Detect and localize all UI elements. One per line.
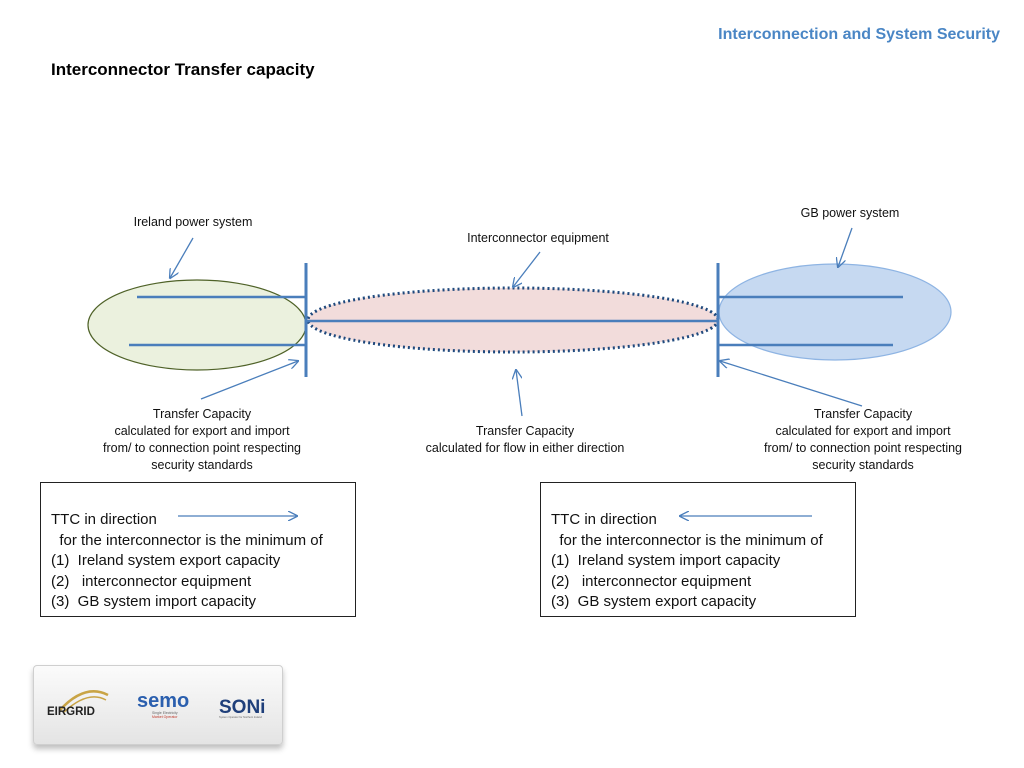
- eirgrid-logo: EIRGRID: [47, 690, 109, 718]
- section-title: Interconnection and System Security: [718, 26, 1000, 43]
- ttc-box-ireland-to-gb: TTC in direction for the interconnector …: [40, 482, 356, 617]
- interconnector-equipment-label: Interconnector equipment: [467, 231, 609, 245]
- semo-sub-2: Market Operator: [152, 715, 178, 719]
- ttc-box-2-line-3: (2) interconnector equipment: [551, 572, 752, 590]
- right-tc-pointer-arrow: [720, 361, 863, 407]
- right-tc-line-1: Transfer Capacity: [813, 407, 913, 421]
- ireland-pointer-arrow: [170, 237, 194, 278]
- ttc-box-2-line-2: (1) Ireland system import capacity: [551, 552, 781, 569]
- ttc-box-1-line-4: (3) GB system import capacity: [51, 593, 257, 610]
- left-tc-pointer-arrow: [200, 361, 298, 400]
- left-tc-line-2: calculated for export and import: [114, 424, 290, 438]
- left-transfer-capacity-label: Transfer Capacity calculated for export …: [62, 406, 342, 474]
- center-tc-pointer-arrow: [516, 370, 523, 417]
- gb-power-system-label: GB power system: [800, 206, 900, 220]
- right-tc-line-3: from/ to connection point respecting: [763, 441, 963, 455]
- eirgrid-text: EIRGRID: [47, 706, 95, 718]
- ttc-box-2-line-1: for the interconnector is the minimum of: [551, 531, 823, 549]
- soni-text: SONi: [219, 697, 265, 718]
- center-transfer-capacity-label: Transfer Capacity calculated for flow in…: [395, 423, 655, 457]
- ttc-box-2-lead: TTC in direction: [551, 511, 657, 528]
- left-tc-line-1: Transfer Capacity: [152, 407, 252, 421]
- soni-sub: System Operator for Northern Ireland: [219, 715, 262, 719]
- eirgrid-swoosh: [59, 690, 109, 711]
- right-tc-line-4: security standards: [812, 458, 914, 472]
- ttc-box-gb-to-ireland: TTC in direction for the interconnector …: [540, 482, 856, 617]
- ttc-box-1-line-3: (2) interconnector equipment: [51, 572, 252, 590]
- ttc-box-2-line-4: (3) GB system export capacity: [551, 593, 757, 610]
- center-tc-line-1: Transfer Capacity: [475, 424, 575, 438]
- left-tc-line-3: from/ to connection point respecting: [102, 441, 302, 455]
- center-tc-line-2: calculated for flow in either direction: [425, 441, 625, 455]
- ireland-power-system-ellipse: [87, 279, 307, 371]
- ttc-box-1-line-1: for the interconnector is the minimum of: [51, 531, 323, 549]
- soni-logo: SONi System Operator for Northern Irelan…: [219, 697, 265, 719]
- logo-panel: [33, 665, 283, 745]
- right-transfer-capacity-label: Transfer Capacity calculated for export …: [723, 406, 1003, 474]
- semo-logo: semo Single Electricity Market Operator: [137, 690, 189, 719]
- left-tc-line-4: security standards: [151, 458, 253, 472]
- right-tc-line-2: calculated for export and import: [775, 424, 951, 438]
- page-title: Interconnector Transfer capacity: [51, 60, 315, 79]
- ttc-box-1-line-2: (1) Ireland system export capacity: [51, 552, 281, 569]
- equipment-pointer-arrow: [513, 251, 541, 287]
- semo-text: semo: [137, 690, 189, 712]
- ttc-box-1-lead: TTC in direction: [51, 511, 157, 528]
- ireland-power-system-label: Ireland power system: [133, 215, 253, 229]
- semo-sub-1: Single Electricity: [152, 711, 178, 715]
- gb-pointer-arrow: [838, 227, 853, 267]
